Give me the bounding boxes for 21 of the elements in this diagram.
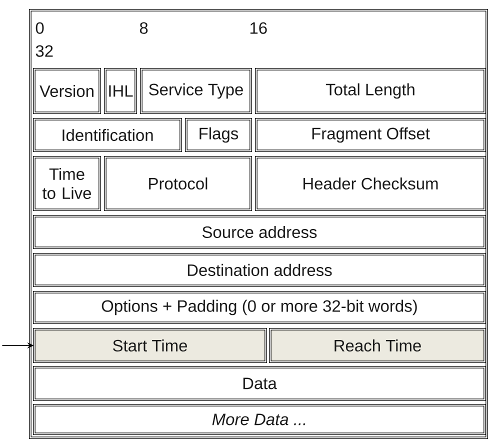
- field-box: Data: [33, 366, 486, 401]
- field-box: More Data ...: [33, 404, 486, 435]
- field-box: Fragment Offset: [255, 118, 486, 152]
- field-box: Destination address: [33, 253, 486, 287]
- field-box: Options + Padding (0 or more 32-bit words): [33, 291, 486, 324]
- field-box: Flags: [185, 118, 252, 152]
- field-box: Reach Time: [269, 328, 486, 363]
- field-box: Time to Live: [33, 156, 101, 211]
- field-box: Identification: [33, 118, 182, 152]
- field-box: IHL: [104, 68, 137, 114]
- field-box: Protocol: [104, 156, 252, 211]
- bit-number: 16: [250, 22, 267, 34]
- field-box: Service Type: [140, 68, 252, 114]
- field-box: Header Checksum: [255, 156, 486, 211]
- packet-frame: [29, 9, 488, 439]
- field-box: Start Time: [33, 328, 267, 363]
- bit-number: 0: [36, 22, 44, 34]
- field-box: Version: [33, 68, 101, 114]
- field-box: Source address: [33, 215, 486, 249]
- field-box: Total Length: [255, 68, 486, 114]
- bit-number: 8: [140, 22, 148, 34]
